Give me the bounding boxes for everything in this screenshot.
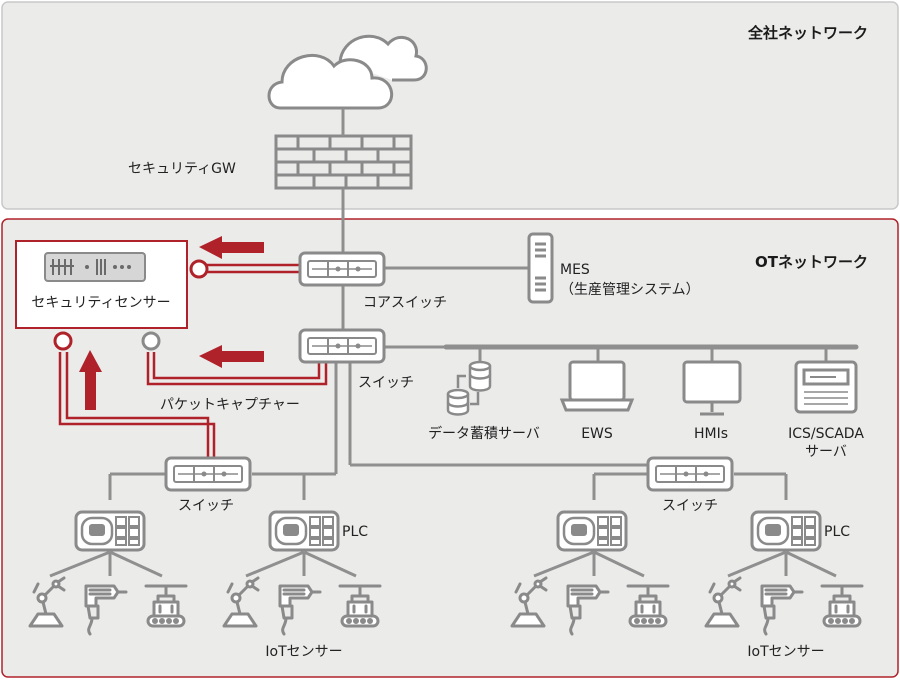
plc-icon xyxy=(556,510,628,552)
ics-scada-label: ICS/SCADA xyxy=(788,426,864,442)
switch-mid-icon xyxy=(298,328,386,364)
data-storage-label: データ蓄積サーバ xyxy=(428,425,540,442)
ics-scada-server-label: サーバ xyxy=(805,444,847,460)
capture-lines xyxy=(58,263,328,458)
plc-right-label: PLC xyxy=(824,524,850,540)
mes-label: MES xyxy=(560,262,590,278)
cloud-icon xyxy=(267,34,428,110)
database-icon xyxy=(446,360,492,416)
switch-right-icon xyxy=(646,456,734,492)
plc-left-label: PLC xyxy=(342,524,368,540)
hmis-label: HMIs xyxy=(694,426,728,442)
sensor-appliance-icon xyxy=(44,252,146,282)
scada-terminal-icon xyxy=(794,360,858,414)
sensor-port-red xyxy=(53,331,73,351)
plc-icon xyxy=(74,510,146,552)
core-switch-label: コアスイッチ xyxy=(363,295,447,311)
laptop-icon xyxy=(559,360,635,412)
ot-zone xyxy=(1,218,899,678)
corporate-network-label: 全社ネットワーク xyxy=(747,24,868,42)
server-tower-icon xyxy=(527,232,554,304)
core-switch-icon xyxy=(298,251,386,287)
ews-label: EWS xyxy=(581,426,613,442)
switch-left-label: スイッチ xyxy=(178,498,234,514)
mes-description-label: （生産管理システム） xyxy=(560,282,700,298)
arrow-left-icon xyxy=(199,236,264,259)
plc-icon xyxy=(750,510,822,552)
connection-lines xyxy=(49,108,859,578)
iot-sensor-left-label: IoTセンサー xyxy=(265,644,342,660)
capture-arrows xyxy=(79,236,264,410)
arrow-up-icon xyxy=(79,350,102,410)
switch-right-label: スイッチ xyxy=(662,498,718,514)
security-sensor-label: セキュリティセンサー xyxy=(31,295,170,311)
sensor-port-red xyxy=(189,259,209,279)
packet-capture-label: パケットキャプチャー xyxy=(160,397,300,413)
monitor-icon xyxy=(682,360,742,416)
security-gw-label: セキュリティGW xyxy=(128,161,236,177)
arrow-left-icon xyxy=(199,345,264,368)
switch-left-icon xyxy=(164,456,252,492)
plc-icon xyxy=(268,510,340,552)
corporate-zone xyxy=(1,1,899,210)
sensor-port-gray xyxy=(141,331,161,351)
switch-mid-label: スイッチ xyxy=(358,375,414,391)
iot-sensor-right-label: IoTセンサー xyxy=(747,644,824,660)
ot-network-label: OTネットワーク xyxy=(755,253,868,271)
